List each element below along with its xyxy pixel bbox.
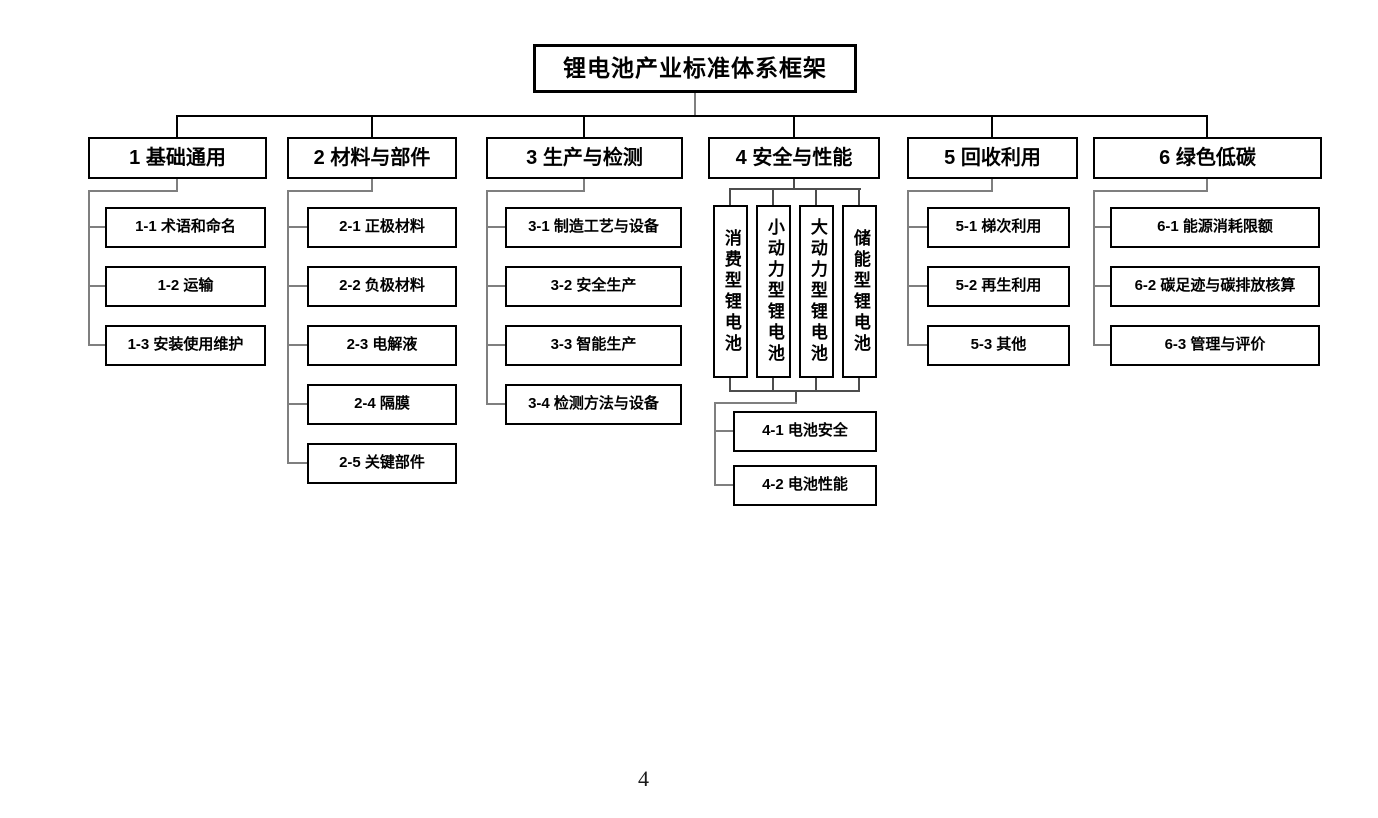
connector-branch-3-spine xyxy=(486,190,488,405)
node-2-4: 2-4 隔膜 xyxy=(307,384,457,425)
connector-branch-1-drop xyxy=(176,179,178,192)
connector-header-stub-6 xyxy=(1206,115,1208,137)
connector-branch-4-top-fan xyxy=(729,188,861,190)
battery-type-consumer: 消费型锂电池 xyxy=(713,205,748,378)
connector-branch-3-stub xyxy=(486,285,505,287)
node-3-3: 3-3 智能生产 xyxy=(505,325,682,366)
node-3-4: 3-4 检测方法与设备 xyxy=(505,384,682,425)
connector-branch-3-drop xyxy=(583,179,585,192)
connector-branch-4-elbow xyxy=(714,402,797,404)
connector-header-stub-1 xyxy=(176,115,178,137)
branch-2-header: 2 材料与部件 xyxy=(287,137,457,179)
node-2-3: 2-3 电解液 xyxy=(307,325,457,366)
battery-type-large-power: 大动力型锂电池 xyxy=(799,205,834,378)
node-1-3: 1-3 安装使用维护 xyxy=(105,325,266,366)
connector-branch-1-stub xyxy=(88,226,105,228)
connector-branch-1-spine xyxy=(88,190,90,346)
connector-branch-4-top-stub xyxy=(772,188,774,205)
connector-branch-4-stub xyxy=(714,430,733,432)
node-1-1: 1-1 术语和命名 xyxy=(105,207,266,248)
node-4-1: 4-1 电池安全 xyxy=(733,411,877,452)
connector-branch-5-drop xyxy=(991,179,993,192)
connector-branch-6-stub xyxy=(1093,285,1110,287)
connector-branch-4-bottom-stub xyxy=(772,378,774,392)
connector-header-stub-3 xyxy=(583,115,585,137)
connector-header-stub-4 xyxy=(793,115,795,137)
battery-type-storage: 储能型锂电池 xyxy=(842,205,877,378)
branch-4-header: 4 安全与性能 xyxy=(708,137,880,179)
connector-branch-2-drop xyxy=(371,179,373,192)
connector-branch-1-stub xyxy=(88,344,105,346)
connector-branch-6-stub xyxy=(1093,226,1110,228)
connector-branch-4-bottom-stub xyxy=(729,378,731,392)
connector-branch-3-stub xyxy=(486,403,505,405)
connector-branch-5-stub xyxy=(907,344,927,346)
connector-branch-3-stub xyxy=(486,344,505,346)
connector-title-stub xyxy=(694,93,696,117)
connector-header-stub-5 xyxy=(991,115,993,137)
branch-5-header: 5 回收利用 xyxy=(907,137,1078,179)
node-2-2: 2-2 负极材料 xyxy=(307,266,457,307)
node-6-3: 6-3 管理与评价 xyxy=(1110,325,1320,366)
branch-1-header: 1 基础通用 xyxy=(88,137,267,179)
connector-branch-2-stub xyxy=(287,344,307,346)
connector-branch-2-elbow xyxy=(287,190,373,192)
connector-branch-4-drop xyxy=(793,179,795,190)
connector-branch-4-stub xyxy=(714,484,733,486)
connector-branch-3-elbow xyxy=(486,190,585,192)
branch-3-header: 3 生产与检测 xyxy=(486,137,683,179)
node-5-2: 5-2 再生利用 xyxy=(927,266,1070,307)
connector-branch-3-stub xyxy=(486,226,505,228)
connector-branch-4-bottom-stub xyxy=(815,378,817,392)
connector-branch-2-stub xyxy=(287,462,307,464)
diagram-title: 锂电池产业标准体系框架 xyxy=(533,44,857,93)
node-6-1: 6-1 能源消耗限额 xyxy=(1110,207,1320,248)
connector-branch-5-stub xyxy=(907,226,927,228)
connector-branch-4-center-drop xyxy=(795,390,797,404)
connector-branch-1-stub xyxy=(88,285,105,287)
connector-branch-6-stub xyxy=(1093,344,1110,346)
connector-branch-1-elbow xyxy=(88,190,178,192)
node-2-1: 2-1 正极材料 xyxy=(307,207,457,248)
node-6-2: 6-2 碳足迹与碳排放核算 xyxy=(1110,266,1320,307)
connector-header-stub-2 xyxy=(371,115,373,137)
node-3-2: 3-2 安全生产 xyxy=(505,266,682,307)
connector-branch-2-spine xyxy=(287,190,289,464)
connector-branch-2-stub xyxy=(287,226,307,228)
connector-branch-6-elbow xyxy=(1093,190,1208,192)
node-1-2: 1-2 运输 xyxy=(105,266,266,307)
connector-branch-4-bottom-stub xyxy=(858,378,860,392)
connector-branch-5-spine xyxy=(907,190,909,346)
node-2-5: 2-5 关键部件 xyxy=(307,443,457,484)
connector-branch-5-stub xyxy=(907,285,927,287)
connector-branch-4-bottom-fan xyxy=(729,390,860,392)
connector-branch-5-elbow xyxy=(907,190,993,192)
connector-branch-6-drop xyxy=(1206,179,1208,192)
battery-type-small-power: 小动力型锂电池 xyxy=(756,205,791,378)
connector-branch-6-spine xyxy=(1093,190,1095,346)
connector-branch-4-top-stub xyxy=(729,188,731,205)
branch-6-header: 6 绿色低碳 xyxy=(1093,137,1322,179)
node-3-1: 3-1 制造工艺与设备 xyxy=(505,207,682,248)
connector-branch-4-top-stub xyxy=(815,188,817,205)
connector-branch-4-top-stub xyxy=(858,188,860,205)
node-5-1: 5-1 梯次利用 xyxy=(927,207,1070,248)
node-4-2: 4-2 电池性能 xyxy=(733,465,877,506)
node-5-3: 5-3 其他 xyxy=(927,325,1070,366)
connector-branch-4-spine xyxy=(714,402,716,486)
page-number: 4 xyxy=(638,766,649,791)
connector-branch-2-stub xyxy=(287,285,307,287)
connector-main-horizontal xyxy=(177,115,1208,117)
connector-branch-2-stub xyxy=(287,403,307,405)
